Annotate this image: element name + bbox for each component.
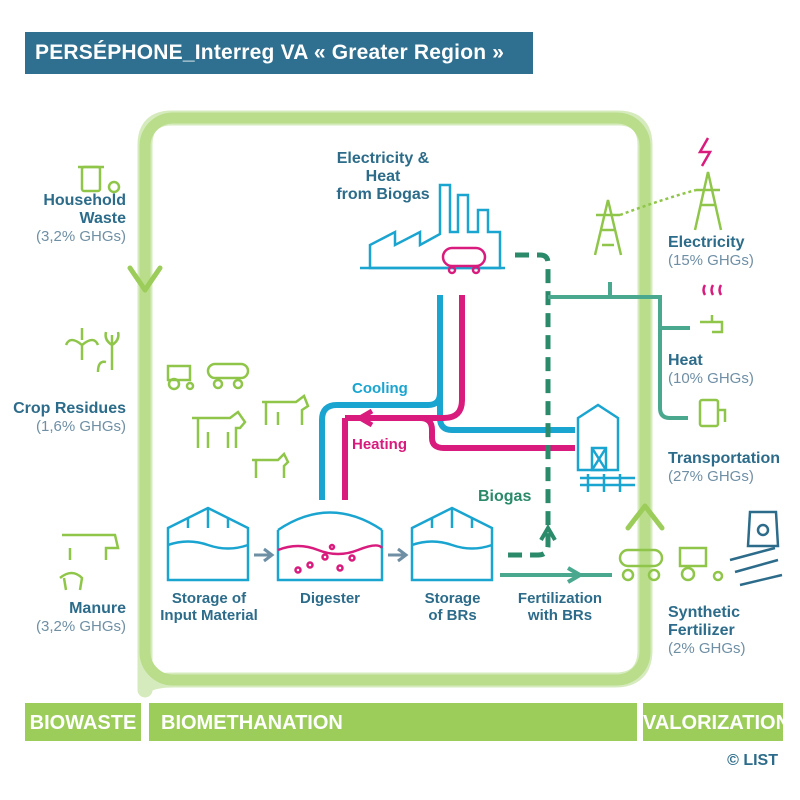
heat-label: Heat (10% GHGs) [668, 352, 793, 387]
storage-brs-label: Storage of BRs [405, 590, 500, 624]
crop-residues-share: (1,6% GHGs) [35, 418, 126, 435]
household-waste-name-1: Household [43, 192, 126, 209]
page-title: PERSÉPHONE_Interreg VA « Greater Region … [25, 32, 533, 74]
tractor-tanker-icon [166, 362, 250, 391]
band-biowaste: BIOWASTE [25, 703, 141, 741]
household-waste-label: Household Waste (3,2% GHGs) [10, 192, 126, 245]
tap-icon [700, 284, 724, 334]
copyright: © LIST [727, 752, 778, 769]
storage-input-label-1: Storage of [171, 590, 247, 607]
fuel-pump-icon [698, 398, 727, 428]
storage-input-label-2: Input Material [160, 607, 258, 624]
pylon-icon [593, 171, 723, 256]
synthetic-fertilizer-label: Synthetic Fertilizer (2% GHGs) [668, 604, 793, 657]
cows-icon [192, 394, 310, 478]
transportation-name: Transportation [668, 450, 781, 467]
storage-brs-label-2: of BRs [428, 607, 477, 624]
biogas-label: Biogas [478, 488, 532, 505]
synthetic-fertilizer-share: (2% GHGs) [668, 640, 746, 657]
storage-input-label: Storage of Input Material [150, 590, 268, 624]
cooling-pipe [319, 295, 443, 500]
lightning-icon [697, 137, 713, 167]
cooling-label: Cooling [352, 380, 408, 397]
transportation-share: (27% GHGs) [668, 468, 754, 485]
electricity-name: Electricity [668, 234, 745, 251]
cycle-loop-inner [139, 112, 651, 686]
heating-label: Heating [352, 436, 408, 453]
household-waste-share: (3,2% GHGs) [35, 228, 126, 245]
manure-icon [59, 533, 120, 591]
storage-tank-icon [166, 506, 250, 582]
electricity-heat-label-line1: Electricity & Heat [336, 150, 430, 185]
synthetic-fertilizer-name-1: Synthetic [668, 604, 741, 621]
manure-name: Manure [69, 600, 126, 617]
biogas-line [500, 252, 551, 558]
electricity-heat-label-line2: from Biogas [336, 186, 430, 203]
electricity-share: (15% GHGs) [668, 252, 754, 269]
band-biomethanation: BIOMETHANATION [149, 703, 637, 741]
loop-arrow-up [625, 503, 665, 531]
heating-pipe-up [420, 295, 465, 421]
energy-distribution [548, 295, 688, 420]
digester-icon [276, 511, 384, 582]
barn-icon [576, 403, 635, 492]
fertilization-label-2: with BRs [527, 607, 593, 624]
electricity-heat-label: Electricity & Heat from Biogas [318, 150, 448, 204]
fertilization-label-1: Fertilization [517, 590, 603, 607]
household-waste-icon [78, 165, 121, 194]
manure-share: (3,2% GHGs) [35, 618, 126, 635]
heat-share: (10% GHGs) [668, 370, 754, 387]
power-plant-icon [360, 183, 505, 270]
storage-brs-icon [410, 506, 494, 582]
crop-residues-name: Crop Residues [13, 400, 126, 417]
digester-label: Digester [299, 590, 361, 607]
band-valorization: VALORIZATION [643, 703, 790, 741]
heat-name: Heat [668, 352, 703, 369]
biogas-arrow [539, 524, 557, 542]
flow-arrow-2 [388, 547, 409, 563]
synthetic-fertilizer-name-2: Fertilizer [668, 622, 735, 639]
loop-arrow-down [127, 265, 163, 293]
biogas-tank-icon [441, 246, 487, 275]
transportation-label: Transportation (27% GHGs) [668, 450, 796, 485]
electricity-label: Electricity (15% GHGs) [668, 234, 793, 269]
fertilization-arrow [566, 566, 584, 584]
tractor-icon [618, 546, 783, 587]
flow-arrow-1 [254, 547, 275, 563]
crop-residues-icon [64, 328, 120, 373]
storage-brs-label-1: Storage [424, 590, 481, 607]
household-waste-name-2: Waste [79, 210, 126, 227]
fertilization-label: Fertilization with BRs [505, 590, 615, 624]
manure-label: Manure (3,2% GHGs) [10, 600, 126, 635]
crop-residues-label: Crop Residues (1,6% GHGs) [2, 400, 126, 435]
heating-arrow [355, 408, 374, 428]
fertilizer-bag-icon [746, 510, 780, 548]
